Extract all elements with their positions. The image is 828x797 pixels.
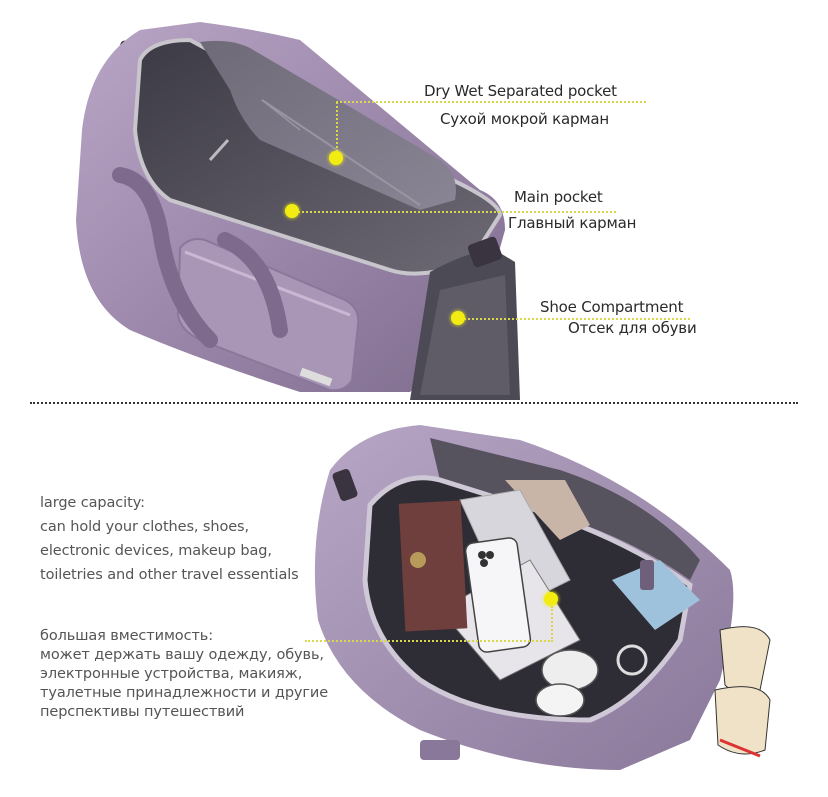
- description-ru: большая вместимость: может держать вашу …: [40, 627, 328, 722]
- top-bag-image: [76, 22, 520, 400]
- callout-dot-main: [285, 204, 299, 218]
- callout-line-shoe: [464, 318, 690, 320]
- description-en: large capacity: can hold your clothes, s…: [40, 491, 299, 587]
- section-divider: [30, 402, 798, 404]
- callout-dot-capacity: [544, 592, 558, 606]
- callout-line-dry-wet-vertical: [336, 102, 338, 156]
- callout-line-dry-wet: [336, 101, 646, 103]
- description-en-line: toiletries and other travel essentials: [40, 567, 299, 583]
- label-dry-wet-ru: Сухой мокрой карман: [440, 110, 609, 128]
- description-en-line: large capacity:: [40, 495, 145, 511]
- description-ru-line: большая вместимость:: [40, 628, 214, 644]
- description-ru-line: перспективы путешествий: [40, 704, 245, 720]
- description-ru-line: электронные устройства, макияж,: [40, 666, 303, 682]
- callout-line-capacity: [305, 640, 553, 642]
- callout-dot-shoe: [451, 311, 465, 325]
- label-dry-wet-en: Dry Wet Separated pocket: [424, 82, 617, 100]
- description-en-line: electronic devices, makeup bag,: [40, 543, 272, 559]
- description-ru-line: может держать вашу одежду, обувь,: [40, 647, 324, 663]
- label-main-ru: Главный карман: [508, 214, 637, 232]
- label-shoe-en: Shoe Compartment: [540, 298, 684, 316]
- label-shoe-ru: Отсек для обуви: [568, 319, 697, 337]
- callout-dot-dry-wet: [329, 151, 343, 165]
- description-ru-line: туалетные принадлежности и другие: [40, 685, 329, 701]
- description-en-line: can hold your clothes, shoes,: [40, 519, 250, 535]
- callout-line-capacity-vertical: [551, 606, 553, 642]
- label-main-en: Main pocket: [514, 188, 603, 206]
- callout-line-main: [298, 211, 616, 213]
